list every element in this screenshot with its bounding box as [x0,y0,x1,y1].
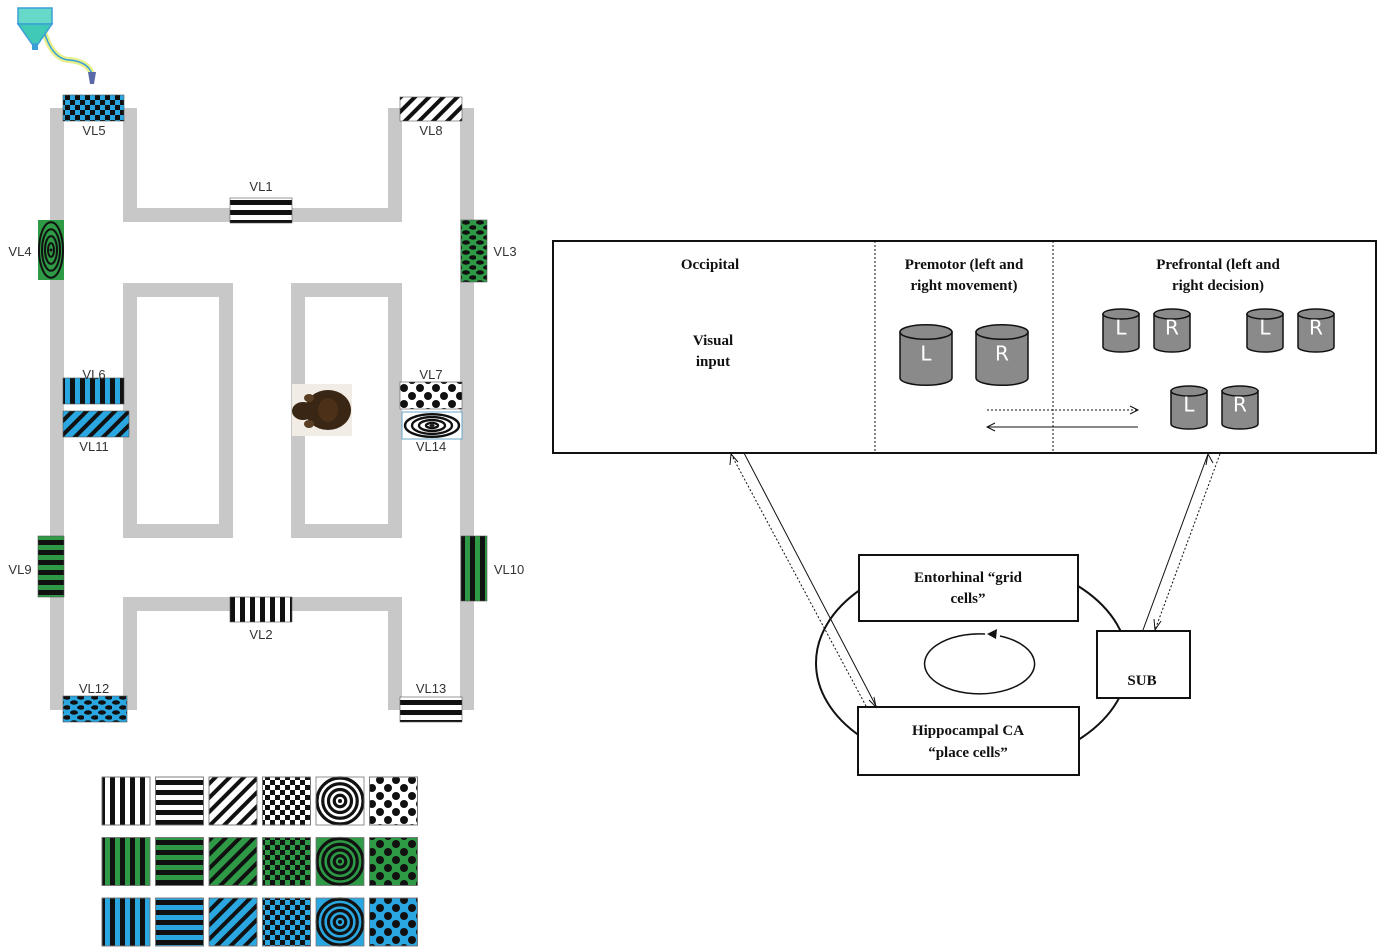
maze-label-vl12: VL12 [79,681,109,696]
entorhinal-box [858,554,1079,622]
maze-patch-11 [229,596,293,623]
arrowhead [1205,452,1214,466]
pattern-swatch-diagonal-stripes-blue [208,897,258,947]
pattern-swatch-dots-green [369,837,418,886]
maze-patch-vl14 [401,411,463,440]
connection-dashed [1154,453,1221,631]
cylinder-prefrontal-left-3: L [1170,385,1208,430]
occipital-title: Occipital [681,257,739,273]
sub-box [1096,630,1191,699]
maze-label-vl5: VL5 [82,123,105,138]
pattern-swatch-diagonal-stripes-white [208,776,258,826]
pattern-swatch-dots-white [369,776,418,826]
entorhinal-label: Entorhinal “grid [914,570,1023,586]
maze-label-vl2: VL2 [249,627,272,642]
pattern-swatch-checkerboard-blue [262,897,311,947]
maze-label-vl1: VL1 [249,179,272,194]
pattern-swatch-vertical-stripes-blue [101,897,151,947]
maze-label-vl11: VL11 [79,439,108,454]
connection-dashed [730,453,867,707]
svg-text:L: L [920,342,932,366]
hippocampal-label: Hippocampal CA [912,723,1024,739]
maze-patch-4 [38,220,64,280]
cylinder-prefrontal-right-3: R [1221,385,1259,430]
pattern-swatch-vertical-stripes-white [101,776,151,826]
prefrontal-title: right decision) [1172,278,1264,294]
mouse-icon [292,384,352,436]
pattern-grid [101,776,418,947]
maze-patch-5 [460,219,488,283]
arrowhead [1129,405,1140,415]
pattern-swatch-horizontal-stripes-white [155,776,204,826]
pattern-swatch-horizontal-stripes-blue [155,897,204,947]
cylinder-prefrontal-right-1: R [1153,308,1191,353]
cylinder-prefrontal-left-1: L [1102,308,1140,353]
pattern-swatch-diagonal-stripes-green [208,837,258,886]
maze-patch-7 [399,381,463,410]
prefrontal-title: Prefrontal (left and [1156,257,1280,273]
occipital-subtitle: input [696,354,730,370]
arrowhead [987,629,997,639]
pattern-swatch-concentric-circles-green [315,836,365,887]
maze-patch-13 [399,696,463,723]
connection-solid [743,452,877,707]
arrowhead [1153,618,1162,632]
svg-text:L: L [1183,392,1195,416]
maze-label-vl4: VL4 [8,244,31,259]
maze-patch-9 [37,535,65,598]
entorhinal-label: cells” [951,591,986,607]
syringe-icon [16,7,96,84]
maze-patch-1 [62,94,125,122]
pattern-swatch-concentric-circles-blue [315,897,365,947]
premotor-title: Premotor (left and [905,257,1024,273]
maze-label-vl14: VL14 [416,439,446,454]
pattern-swatch-horizontal-stripes-green [155,837,204,886]
maze-label-vl9: VL9 [8,562,31,577]
maze-patch-2 [399,96,463,122]
svg-text:R: R [1309,315,1323,339]
connection-solid [1142,453,1209,631]
cylinder-premotor-left: L [899,323,953,387]
maze-patch-3 [229,197,293,224]
maze-patch-6 [62,377,125,405]
maze-patch-8 [62,410,130,438]
svg-text:R: R [1233,392,1247,416]
svg-text:L: L [1259,315,1271,339]
svg-text:L: L [1115,315,1127,339]
maze-label-vl3: VL3 [493,244,516,259]
maze-label-vl6: VL6 [82,367,105,382]
pattern-swatch-checkerboard-green [262,837,311,886]
pattern-swatch-vertical-stripes-green [101,837,151,886]
pattern-swatch-concentric-circles-white [315,776,365,826]
maze-label-vl7: VL7 [419,367,442,382]
cylinder-premotor-right: R [975,323,1029,387]
svg-text:R: R [995,342,1009,366]
hippocampal-label: “place cells” [928,745,1008,761]
cylinder-prefrontal-left-2: L [1246,308,1284,353]
brain-circuit-diagram: Occipital Visual input Premotor (left an… [552,240,1377,776]
hippocampal-box [857,706,1080,776]
maze-label-vl13: VL13 [416,681,446,696]
sub-label: SUB [1127,673,1156,689]
maze-patch-12 [62,695,128,723]
arrowhead [729,452,739,466]
circular-arrow [923,633,1036,695]
pattern-swatch-checkerboard-white [262,776,311,826]
arrowhead [985,422,996,432]
maze-label-vl10: VL10 [494,562,524,577]
pattern-swatch-dots-blue [369,897,418,947]
maze-label-vl8: VL8 [419,123,442,138]
cylinder-prefrontal-right-2: R [1297,308,1335,353]
occipital-subtitle: Visual [693,333,733,349]
premotor-title: right movement) [910,278,1017,294]
svg-text:R: R [1165,315,1179,339]
arrowhead [868,696,877,709]
maze-patch-10 [460,535,488,602]
